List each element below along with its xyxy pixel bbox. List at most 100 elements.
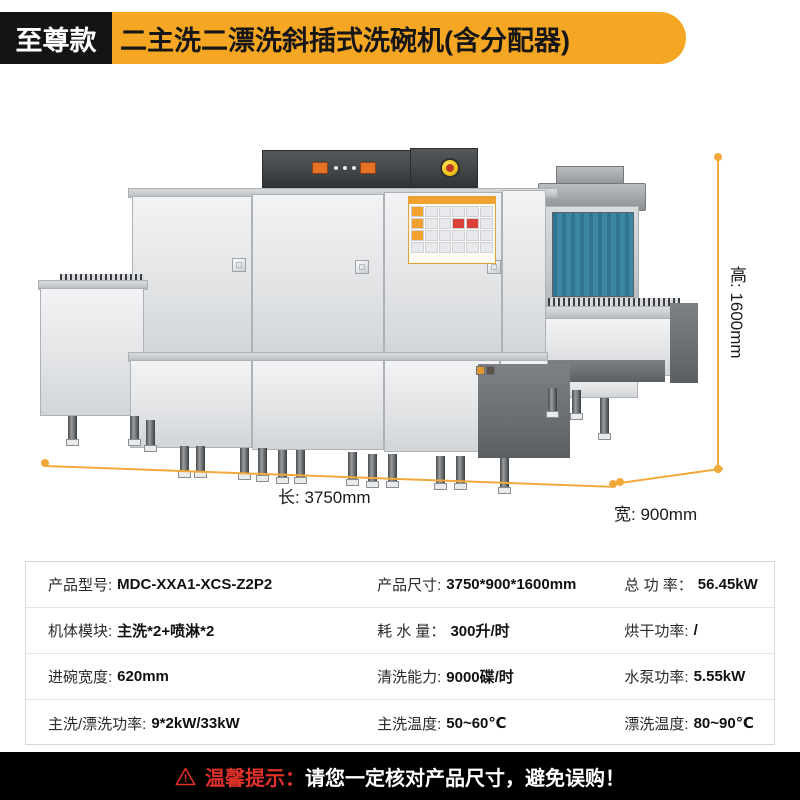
spec-value: MDC-XXA1-XCS-Z2P2 <box>117 576 273 593</box>
spec-value: 80~90℃ <box>693 715 754 732</box>
leg-foot <box>498 487 511 494</box>
adjustable-leg <box>570 390 583 420</box>
door-panel-4 <box>502 190 546 360</box>
adjustable-leg <box>346 452 359 486</box>
indicator-led-3 <box>352 166 356 170</box>
door-latch-1[interactable] <box>232 258 246 272</box>
leg-foot <box>66 439 79 446</box>
spec-cell-pump-power: 水泵功率: 5.55kW <box>614 654 774 699</box>
placard-cell <box>480 242 493 253</box>
spec-label: 漂洗温度: <box>624 715 689 733</box>
table-row: 产品型号: MDC-XXA1-XCS-Z2P2 产品尺寸: 3750*900*1… <box>26 562 774 608</box>
placard-cell <box>424 242 438 253</box>
spec-label: 产品尺寸: <box>377 577 442 594</box>
door-latch-2[interactable] <box>355 260 369 274</box>
adjustable-leg <box>366 454 379 488</box>
adjustable-leg <box>434 456 447 490</box>
instruction-placard <box>408 196 496 264</box>
table-row: 机体模块: 主洗*2+喷淋*2 耗 水 量： 300升/时 烘干功率: / <box>26 608 774 654</box>
placard-cell <box>480 206 493 217</box>
height-dim-line <box>717 157 719 469</box>
emergency-stop-button[interactable] <box>440 158 460 178</box>
spec-cell-wash-temp: 主洗温度: 50~60℃ <box>365 700 614 746</box>
placard-cell <box>438 242 452 253</box>
spec-cell-water-usage: 耗 水 量： 300升/时 <box>365 608 614 653</box>
table-row: 进碗宽度: 620mm 清洗能力: 9000碟/时 水泵功率: 5.55kW <box>26 654 774 700</box>
placard-cell <box>411 242 424 253</box>
leg-foot <box>598 433 611 440</box>
warning-prefix: 温馨提示： <box>205 767 305 790</box>
warning-bar: 温馨提示： 请您一定核对产品尺寸，避免误购！ <box>0 752 800 800</box>
placard-cell <box>411 230 424 241</box>
table-row: 主洗/漂洗功率: 9*2kW/33kW 主洗温度: 50~60℃ 漂洗温度: 8… <box>26 700 774 746</box>
spec-label: 耗 水 量： <box>377 623 446 640</box>
placard-cell <box>452 218 466 229</box>
spec-value: 9000碟/时 <box>446 669 514 686</box>
placard-cell <box>466 206 480 217</box>
spec-label: 水泵功率: <box>624 669 689 686</box>
adjustable-leg <box>386 454 399 488</box>
placard-cell <box>466 230 480 241</box>
spec-cell-wash-rinse-power: 主洗/漂洗功率: 9*2kW/33kW <box>26 700 365 746</box>
door-panel-1 <box>132 196 252 356</box>
placard-cell <box>480 218 493 229</box>
leg-foot <box>346 479 359 486</box>
length-dim-label: 长: 3750mm <box>278 488 371 507</box>
spec-cell-entry-width: 进碗宽度: 620mm <box>26 654 365 699</box>
door-panel-2 <box>252 194 384 358</box>
adjustable-leg <box>128 416 141 446</box>
spec-value: 50~60℃ <box>446 715 507 732</box>
header-banner: 二主洗二漂洗斜插式洗碗机(含分配器) <box>104 12 686 64</box>
leg-foot <box>434 483 447 490</box>
spec-value: 300升/时 <box>450 623 510 640</box>
spec-label: 主洗/漂洗功率: <box>48 715 147 733</box>
spec-label: 主洗温度: <box>377 715 442 733</box>
specification-table: 产品型号: MDC-XXA1-XCS-Z2P2 产品尺寸: 3750*900*1… <box>25 561 775 745</box>
height-dim-label: 高: 1600mm <box>727 266 746 359</box>
indicator-led-1 <box>334 166 338 170</box>
adjustable-leg <box>276 450 289 484</box>
length-dim-dot-right <box>609 480 617 488</box>
spec-value: 9*2kW/33kW <box>151 714 240 732</box>
length-dim-dot-left <box>41 459 49 467</box>
load-table-body <box>40 288 144 416</box>
leg-foot <box>546 411 559 418</box>
placard-cell <box>452 230 466 241</box>
spec-value: 主洗*2+喷淋*2 <box>117 623 215 640</box>
temperature-display-rinse <box>360 162 376 174</box>
page-header: 二主洗二漂洗斜插式洗碗机(含分配器) 至尊款 <box>0 12 686 64</box>
spec-label: 总 功 率： <box>624 577 693 594</box>
spec-cell-total-power: 总 功 率： 56.45kW <box>614 562 774 607</box>
placard-cell <box>452 242 466 253</box>
warning-triangle-icon <box>175 767 196 786</box>
conveyor-teeth-left <box>60 274 144 283</box>
spec-value: 5.55kW <box>693 668 746 685</box>
placard-cell <box>438 218 452 229</box>
adjustable-leg <box>144 420 157 452</box>
product-image-area: 高: 1600mm 长: 3750mm 宽: 900mm <box>0 88 800 550</box>
placard-cell <box>411 206 424 217</box>
spec-cell-dry-power: 烘干功率: / <box>614 608 774 653</box>
spec-value: / <box>693 622 698 639</box>
placard-cell <box>438 230 452 241</box>
rating-label-dark <box>486 366 495 375</box>
adjustable-leg <box>66 416 79 446</box>
spec-cell-model: 产品型号: MDC-XXA1-XCS-Z2P2 <box>26 562 365 607</box>
spec-label: 产品型号: <box>48 577 113 594</box>
warning-text: 请您一定核对产品尺寸，避免误购！ <box>305 767 625 790</box>
spec-cell-size: 产品尺寸: 3750*900*1600mm <box>365 562 614 607</box>
adjustable-leg <box>454 456 467 490</box>
spec-label: 清洗能力: <box>377 669 442 686</box>
adjustable-leg <box>294 450 307 484</box>
entry-curtain <box>552 212 634 297</box>
leg-foot <box>366 481 379 488</box>
spec-value: 3750*900*1600mm <box>446 576 577 593</box>
adjustable-leg <box>238 448 251 480</box>
placard-cell <box>480 230 493 241</box>
adjustable-leg <box>598 398 611 440</box>
spec-cell-rinse-temp: 漂洗温度: 80~90℃ <box>614 700 774 746</box>
leg-foot <box>144 445 157 452</box>
leg-foot <box>128 439 141 446</box>
page-title: 二主洗二漂洗斜插式洗碗机(含分配器) <box>120 25 570 56</box>
